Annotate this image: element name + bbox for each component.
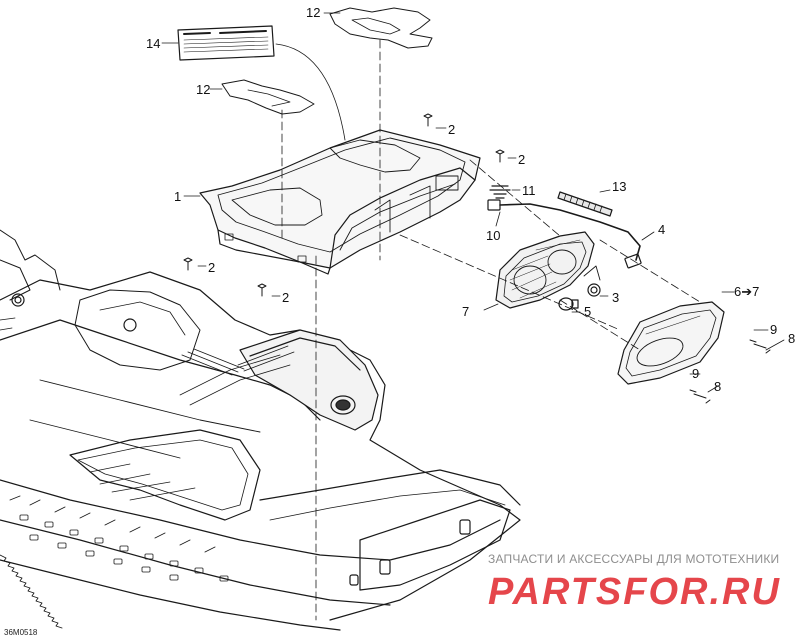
watermark-tagline: ЗАПЧАСТИ И АКСЕССУАРЫ ДЛЯ МОТОТЕХНИКИ — [488, 552, 780, 566]
part-1-rear-rack — [199, 129, 481, 275]
callout-6-to-7: 6➔7 — [734, 284, 760, 299]
part-12-decal — [221, 79, 315, 115]
document-code: 36M0518 — [4, 628, 38, 637]
watermark-logo-text: PARTSFOR.RU — [488, 571, 781, 613]
callout-10: 10 — [486, 228, 501, 243]
part-13-tube — [557, 191, 613, 217]
part-5-bulb — [558, 297, 579, 311]
snowmobile-body — [0, 229, 521, 631]
callout-5: 5 — [584, 304, 592, 319]
leader-lines — [161, 12, 785, 621]
part-3-socket — [583, 265, 601, 297]
callout-8-b: 8 — [714, 379, 722, 394]
callout-2-c: 2 — [208, 260, 216, 275]
callout-12: 12 — [196, 82, 211, 97]
part-7-tail-light-housing — [495, 231, 595, 309]
part-14-warning-label — [177, 25, 275, 61]
part-4-wiring-harness — [487, 199, 642, 269]
callout-12-top: 12 — [306, 5, 321, 20]
callout-2-b: 2 — [518, 152, 526, 167]
callout-14: 14 — [146, 36, 161, 51]
callout-2-d: 2 — [282, 290, 290, 305]
callout-4: 4 — [658, 222, 666, 237]
part-6-lens — [617, 301, 725, 385]
callout-7: 7 — [462, 304, 470, 319]
callout-13: 13 — [612, 179, 627, 194]
callout-9-b: 9 — [692, 366, 700, 381]
callout-9-a: 9 — [770, 322, 778, 337]
part-11-connector — [489, 185, 511, 199]
callout-3: 3 — [612, 290, 620, 305]
screws — [183, 113, 771, 404]
callout-2-a: 2 — [448, 122, 456, 137]
callout-8-a: 8 — [788, 331, 796, 346]
callout-11: 11 — [522, 183, 536, 198]
watermark-logo: PARTSFOR.RU — [488, 571, 781, 613]
callout-1: 1 — [174, 189, 182, 204]
part-12-top-decal — [329, 7, 433, 49]
